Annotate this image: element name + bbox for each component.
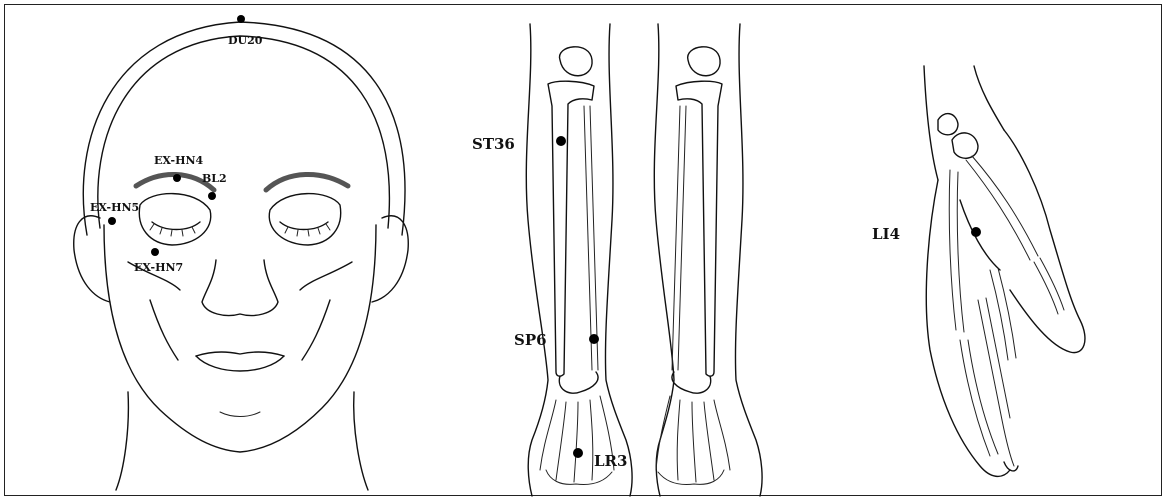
acupoint-dot	[971, 227, 981, 237]
acupoint-dot	[173, 174, 181, 182]
acupoint-label-bl2: BL2	[202, 172, 227, 185]
acupoint-label-st36: ST36	[472, 135, 515, 153]
acupoint-label-li4: LI4	[872, 225, 900, 243]
acupoint-label-sp6: SP6	[514, 331, 547, 349]
acupoint-dot	[108, 217, 116, 225]
acupoint-dot	[556, 136, 566, 146]
acupoint-ex-hn7: EX-HN7	[134, 248, 183, 274]
head-illustration	[74, 22, 409, 490]
acupoint-li4: LI4	[872, 225, 981, 243]
acupoint-du20: DU20	[228, 15, 263, 47]
legs-illustration	[526, 24, 762, 496]
acupoint-label-lr3: LR3	[594, 452, 627, 470]
acupoint-ex-hn5: EX-HN5	[90, 201, 139, 225]
acupoint-lr3: LR3	[573, 448, 627, 470]
acupoint-dot	[589, 334, 599, 344]
hand-illustration	[924, 66, 1085, 476]
acupoint-label-ex-hn5: EX-HN5	[90, 201, 139, 214]
acupoint-sp6: SP6	[514, 331, 599, 349]
acupoint-dot	[151, 248, 159, 256]
acupoint-label-ex-hn4: EX-HN4	[154, 154, 204, 167]
right-eyebrow	[266, 174, 348, 190]
acupoint-label-ex-hn7: EX-HN7	[134, 261, 183, 274]
acupoint-dot	[208, 192, 216, 200]
acupoint-dot	[237, 15, 245, 23]
acupoint-label-du20: DU20	[228, 34, 263, 47]
acupoint-dot	[573, 448, 583, 458]
